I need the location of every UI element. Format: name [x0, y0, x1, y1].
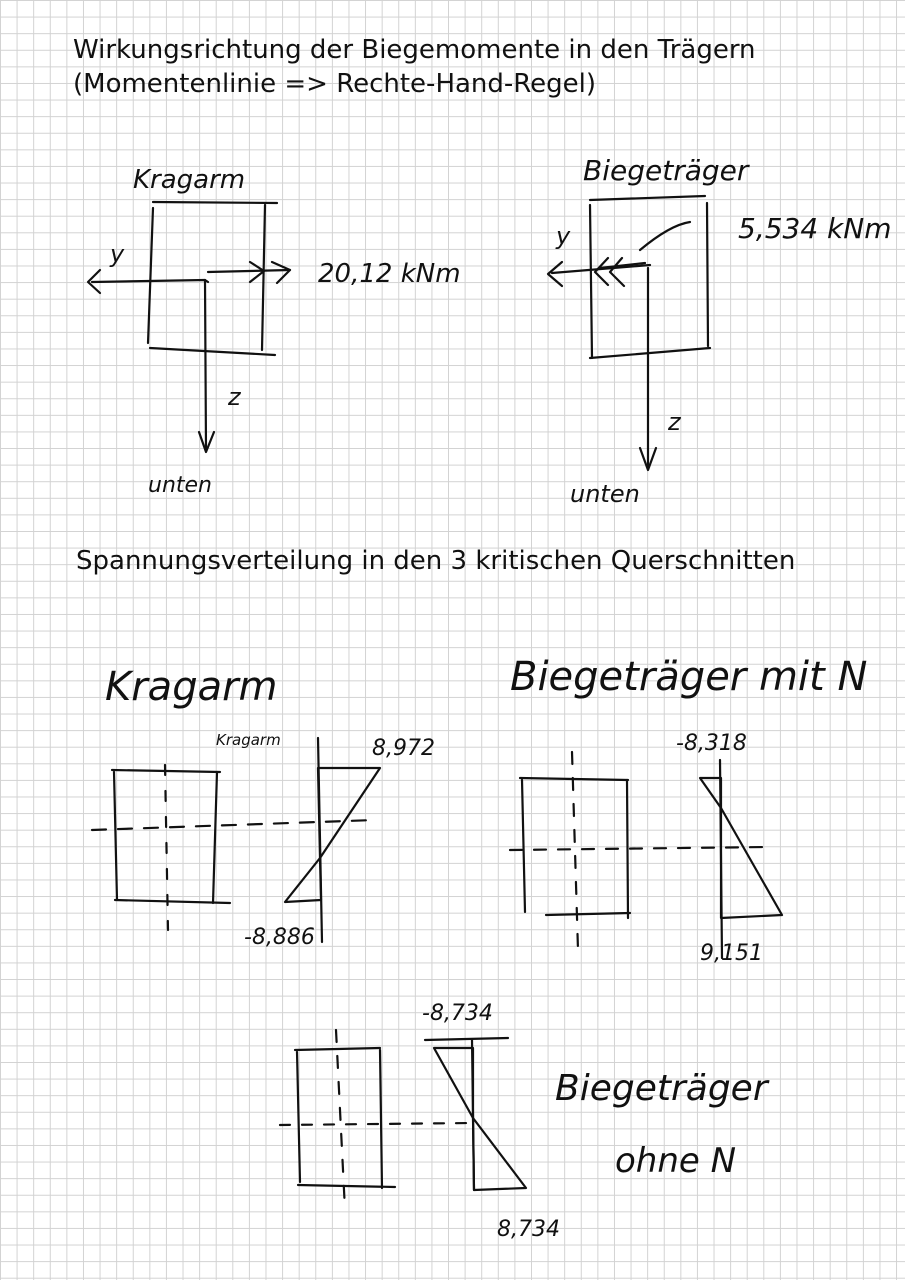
kragarm-stress-triangle-bottom [283, 856, 323, 904]
heading-line-1: Wirkungsrichtung der Biegemomente in den… [73, 35, 756, 65]
kragarm-section-top [151, 200, 279, 205]
mit-n-section-bottom [544, 911, 632, 917]
mit-n-stress-top-value: -8,318 [676, 731, 747, 756]
ohne-n-section-top [293, 1046, 382, 1052]
biegetraeger-y-arrow-icon [546, 260, 564, 288]
kragarm-moment-double-arrow-icon [248, 260, 292, 285]
kragarm-z-label: z [227, 383, 242, 411]
mit-n-vertical-axis [570, 750, 580, 952]
biegetraeger-mit-n-title: Biegeträger mit N [510, 654, 867, 700]
mit-n-stress-bottom-value: 9,151 [700, 941, 763, 966]
ohne-n-title-line-2: ohne N [615, 1141, 736, 1181]
kragarm-y-arrow-icon [86, 268, 102, 295]
biegetraeger-moment-value: 5,534 kNm [738, 212, 892, 245]
kragarm-stress-section-left [112, 770, 119, 902]
mit-n-stress-triangle-top [698, 776, 723, 810]
kragarm-section-left [146, 206, 155, 345]
kragarm-stress-vertical-axis [163, 763, 170, 932]
biegetraeger-z-label: z [667, 408, 682, 436]
kragarm-bottom-label: unten [148, 473, 212, 498]
heading-section-2: Spannungsverteilung in den 3 kritischen … [76, 546, 796, 576]
ohne-n-neutral-axis [278, 1121, 474, 1127]
ohne-n-stress-bottom-value: 8,734 [497, 1217, 560, 1242]
kragarm-moment-arrow [206, 268, 292, 274]
ohne-n-title-line-1: Biegeträger [555, 1068, 770, 1109]
heading-line-2: (Momentenlinie => Rechte-Hand-Regel) [73, 69, 597, 99]
mit-n-section-right [625, 778, 630, 920]
biegetraeger-mit-n-stress-sketch: Biegeträger mit N -8,318 9,151 [508, 654, 867, 966]
kragarm-z-axis [203, 278, 208, 452]
kragarm-moment-value: 20,12 kNm [318, 259, 461, 289]
kragarm-z-arrow-icon [197, 430, 216, 454]
biegetraeger-section-left [588, 203, 594, 360]
ohne-n-stress-triangle-top [432, 1046, 475, 1120]
biegetraeger-y-axis [550, 263, 652, 275]
biegetraeger-label: Biegeträger [583, 154, 750, 187]
kragarm-label: Kragarm [133, 165, 245, 195]
biegetraeger-bottom-label: unten [570, 480, 640, 508]
kragarm-stress-triangle-top [316, 766, 382, 860]
kragarm-stress-small-label: Kragarm [216, 731, 281, 749]
biegetraeger-section-bottom [588, 346, 712, 360]
biegetraeger-section-right [705, 201, 710, 348]
kragarm-stress-sketch: Kragarm Kragarm 8,972 -8,886 [90, 664, 435, 950]
kragarm-stress-bottom-value: -8,886 [244, 925, 315, 950]
biegetraeger-moment-double-arrow-icon [593, 256, 647, 288]
ohne-n-stress-triangle-bottom [471, 1116, 528, 1192]
mit-n-stress-triangle-bottom [719, 806, 784, 920]
kragarm-stress-title: Kragarm [105, 664, 278, 710]
ohne-n-section-left [295, 1050, 302, 1184]
ohne-n-section-bottom [296, 1183, 397, 1189]
ohne-n-section-right [378, 1048, 384, 1190]
ohne-n-stress-top-value: -8,734 [422, 1001, 493, 1026]
mit-n-neutral-axis [508, 845, 770, 852]
kragarm-stress-section-bottom [113, 898, 232, 905]
mit-n-section-top [518, 776, 630, 782]
biegetraeger-ohne-n-stress-sketch: Biegeträger ohne N -8,734 8,734 [278, 1001, 770, 1242]
kragarm-y-axis [90, 278, 210, 284]
kragarm-stress-top-value: 8,972 [372, 736, 435, 761]
ohne-n-vertical-axis [334, 1028, 347, 1212]
kragarm-moment-sketch: Kragarm y z 20,12 kNm unten [86, 165, 461, 498]
kragarm-section-right [260, 203, 267, 352]
biegetraeger-y-label: y [555, 222, 571, 250]
ohne-n-stress-top-line [423, 1036, 510, 1042]
biegetraeger-z-arrow-icon [638, 446, 658, 472]
biegetraeger-section-top [588, 194, 707, 202]
kragarm-stress-neutral-axis [90, 818, 377, 832]
biegetraeger-moment-sketch: Biegeträger y z 5,534 kNm unten [546, 154, 892, 508]
kragarm-section-bottom [148, 346, 277, 357]
mit-n-section-left [520, 778, 527, 914]
kragarm-y-label: y [109, 240, 125, 268]
kragarm-stress-section-right [211, 770, 219, 905]
biegetraeger-moment-line [638, 220, 692, 252]
